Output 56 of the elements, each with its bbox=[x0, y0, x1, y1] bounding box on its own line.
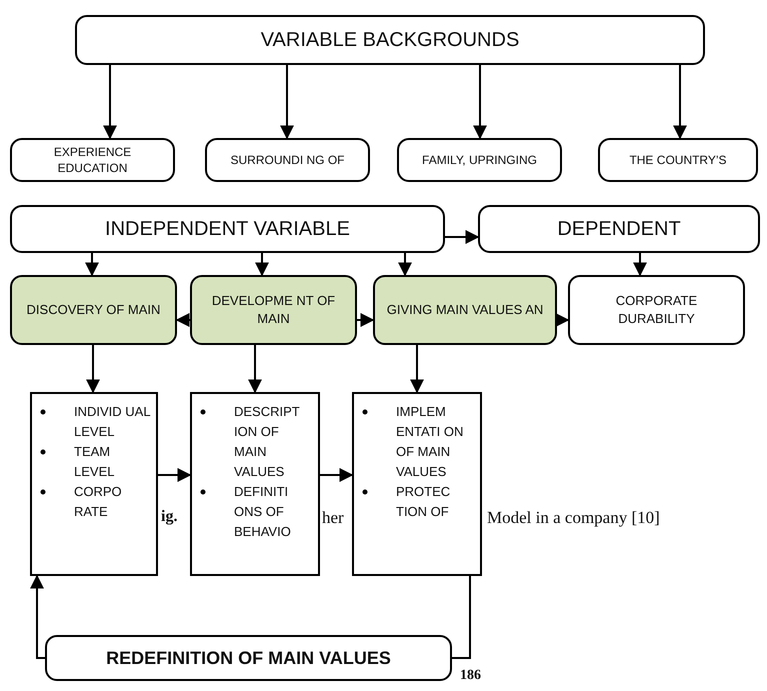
list-item: CORPO RATE bbox=[74, 484, 122, 519]
list-item: IMPLEM ENTATI ON OF MAIN VALUES bbox=[396, 404, 464, 479]
arrow bbox=[85, 253, 99, 276]
arrow bbox=[357, 313, 374, 327]
list-item: DESCRIPT ION OF MAIN VALUES bbox=[234, 404, 300, 479]
box-label: DISCOVERY OF MAIN bbox=[26, 301, 162, 319]
process-box bbox=[568, 275, 745, 345]
arrow bbox=[248, 345, 262, 394]
box-label: VARIABLE BACKGROUNDS bbox=[260, 28, 520, 52]
process-box bbox=[10, 275, 177, 345]
bullet-list-box bbox=[190, 392, 320, 576]
process-box bbox=[373, 275, 557, 345]
process-box bbox=[397, 138, 562, 182]
box-label: CORPORATE DURABILITY bbox=[614, 292, 698, 328]
bullet-list-box bbox=[352, 392, 482, 576]
caption-text: ig. bbox=[161, 508, 178, 526]
process-box bbox=[598, 138, 758, 182]
list-item: DEFINITI ONS OF BEHAVIO bbox=[234, 484, 291, 539]
box-label: GIVING MAIN VALUES AN bbox=[386, 301, 544, 319]
box-label: REDEFINITION OF MAIN VALUES bbox=[105, 646, 392, 670]
arrow bbox=[176, 313, 190, 327]
process-box bbox=[10, 205, 445, 253]
box-label: INDEPENDENT VARIABLE bbox=[104, 216, 351, 242]
arrow bbox=[255, 253, 269, 276]
caption-text: Model in a company [10] bbox=[487, 508, 660, 528]
arrow bbox=[473, 65, 487, 140]
arrow bbox=[445, 230, 480, 244]
arrow bbox=[555, 313, 570, 327]
arrow bbox=[398, 253, 412, 276]
arrow bbox=[673, 65, 687, 140]
arrow bbox=[30, 574, 45, 659]
arrow bbox=[158, 468, 192, 482]
arrow bbox=[103, 65, 117, 140]
box-label: DEPENDENT bbox=[556, 216, 682, 242]
process-box bbox=[75, 15, 705, 65]
box-label: SURROUNDI NG OF bbox=[230, 152, 346, 168]
arrow bbox=[320, 468, 354, 482]
arrow bbox=[280, 65, 294, 140]
arrow bbox=[633, 253, 647, 276]
box-label: DEVELOPME NT OF MAIN bbox=[210, 292, 336, 328]
caption-text: her bbox=[322, 508, 344, 528]
bullet-list-box bbox=[30, 392, 158, 576]
box-label: EXPERIENCE EDUCATION bbox=[52, 144, 132, 176]
process-box bbox=[478, 205, 760, 253]
box-label: FAMILY, UPRINGING bbox=[421, 152, 538, 168]
process-box bbox=[205, 138, 370, 182]
list-item: PROTEC TION OF bbox=[396, 484, 450, 519]
arrow bbox=[410, 345, 424, 394]
box-label: THE COUNTRY’S bbox=[628, 152, 728, 168]
process-box bbox=[190, 275, 357, 345]
arrow bbox=[86, 345, 100, 394]
process-box bbox=[10, 138, 175, 182]
process-box bbox=[45, 635, 452, 681]
list-item: TEAM LEVEL bbox=[74, 444, 114, 479]
page-number: 186 bbox=[460, 668, 481, 684]
list-item: INDIVID UAL LEVEL bbox=[74, 404, 150, 439]
